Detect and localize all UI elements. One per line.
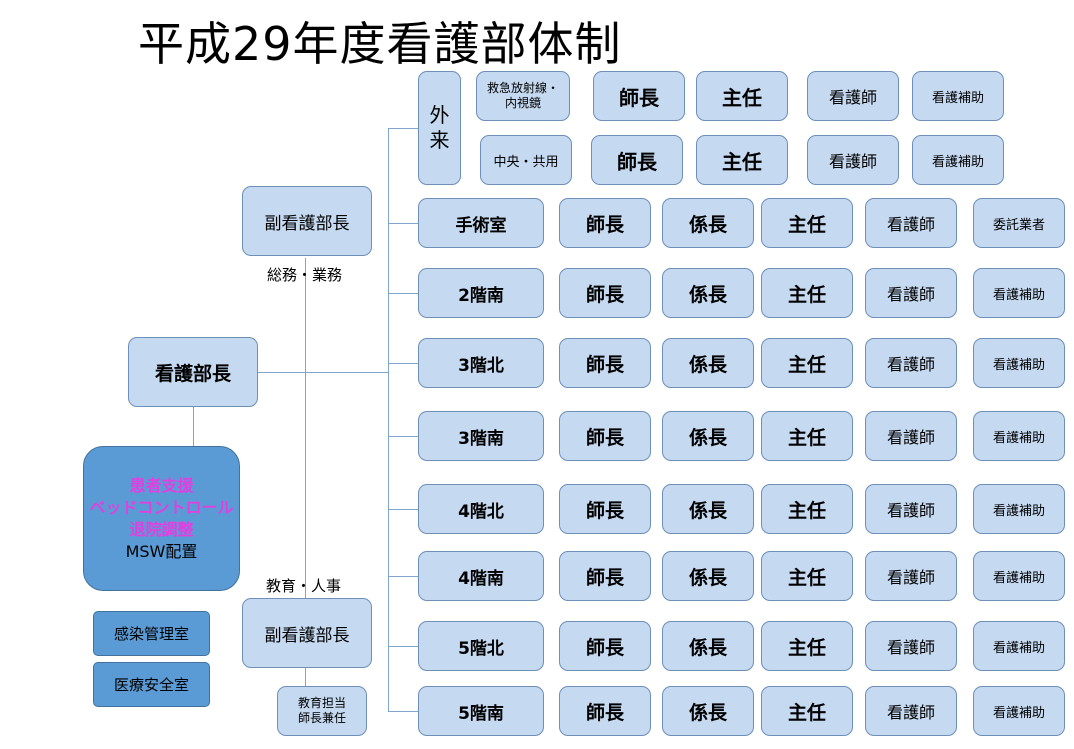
connector-line [388,128,418,129]
staff-assistant: 看護補助 [912,135,1004,185]
staff-head-nurse: 師長 [559,411,651,461]
staff-chief: 主任 [761,484,853,534]
ward-name: 4階北 [418,484,544,534]
ward-name: 3階南 [418,411,544,461]
deputy-director-bottom-box: 副看護部長 [242,598,372,668]
staff-section-chief: 係長 [662,686,754,736]
staff-section-chief: 係長 [662,198,754,248]
staff-chief: 主任 [761,198,853,248]
infection-control-box: 感染管理室 [93,611,210,656]
staff-head-nurse: 師長 [559,686,651,736]
staff-nurse: 看護師 [865,198,957,248]
connector-line [193,407,194,447]
staff-assistant: 看護補助 [973,338,1065,388]
staff-chief: 主任 [761,551,853,601]
ward-name: 5階北 [418,621,544,671]
staff-assistant: 看護補助 [973,411,1065,461]
staff-nurse: 看護師 [865,268,957,318]
staff-head-nurse: 師長 [559,621,651,671]
connector-line [388,363,418,364]
page-title: 平成29年度看護部体制 [138,17,622,71]
staff-section-chief: 係長 [662,338,754,388]
staff-section-chief: 係長 [662,411,754,461]
nursing-director-box: 看護部長 [128,337,258,407]
patient-support-box: 患者支援 ベッドコントロール 退院調整 MSW配置 [83,446,240,591]
section-emergency-radiology-endoscopy: 救急放射線・ 内視鏡 [476,71,570,121]
ward-name: 4階南 [418,551,544,601]
support-line: 患者支援 [129,475,194,495]
ward-name: 手術室 [418,198,544,248]
outpatient-char: 外 [429,103,450,127]
staff-assistant: 看護補助 [973,268,1065,318]
staff-nurse: 看護師 [865,621,957,671]
ward-name: 5階南 [418,686,544,736]
connector-line [388,128,389,712]
staff-assistant: 看護補助 [912,71,1004,121]
staff-nurse: 看護師 [865,484,957,534]
msw-label: MSW配置 [125,541,198,561]
staff-head-nurse: 師長 [593,71,685,121]
support-line: ベッドコントロール [89,497,234,517]
staff-section-chief: 係長 [662,621,754,671]
staff-head-nurse: 師長 [559,551,651,601]
deputy-top-role-label: 総務・業務 [267,266,343,284]
staff-section-chief: 係長 [662,268,754,318]
deputy-director-top-box: 副看護部長 [242,186,372,256]
staff-nurse: 看護師 [865,551,957,601]
connector-line [305,258,306,599]
ward-name: 3階北 [418,338,544,388]
staff-chief: 主任 [761,621,853,671]
connector-line [388,576,418,577]
section-central-shared: 中央・共用 [480,135,572,185]
staff-head-nurse: 師長 [559,484,651,534]
staff-head-nurse: 師長 [559,268,651,318]
connector-line [388,293,418,294]
connector-line [388,436,418,437]
staff-chief: 主任 [696,71,788,121]
outpatient-char: 来 [429,128,450,152]
staff-nurse: 看護師 [865,338,957,388]
connector-line [388,646,418,647]
ward-name: 2階南 [418,268,544,318]
staff-head-nurse: 師長 [559,198,651,248]
section-line: 救急放射線・ [486,81,559,95]
staff-chief: 主任 [696,135,788,185]
support-line: 退院調整 [129,519,194,539]
staff-nurse: 看護師 [807,135,899,185]
section-line: 内視鏡 [504,96,541,110]
connector-line [388,223,418,224]
staff-assistant: 看護補助 [973,621,1065,671]
staff-head-nurse: 師長 [591,135,683,185]
education-lead-line: 師長兼任 [297,711,346,725]
deputy-bottom-role-label: 教育・人事 [266,577,342,595]
staff-assistant: 看護補助 [973,686,1065,736]
education-lead-box: 教育担当 師長兼任 [277,686,367,736]
connector-line [305,668,306,686]
staff-chief: 主任 [761,411,853,461]
staff-section-chief: 係長 [662,484,754,534]
staff-nurse: 看護師 [865,411,957,461]
staff-nurse: 看護師 [865,686,957,736]
staff-assistant: 委託業者 [973,198,1065,248]
outpatient-box: 外 来 [418,71,461,185]
medical-safety-box: 医療安全室 [93,662,210,707]
staff-head-nurse: 師長 [559,338,651,388]
connector-line [388,509,418,510]
staff-assistant: 看護補助 [973,551,1065,601]
connector-line [258,372,388,373]
connector-line [388,711,418,712]
staff-section-chief: 係長 [662,551,754,601]
staff-chief: 主任 [761,268,853,318]
staff-chief: 主任 [761,686,853,736]
staff-chief: 主任 [761,338,853,388]
education-lead-line: 教育担当 [297,696,346,710]
staff-assistant: 看護補助 [973,484,1065,534]
staff-nurse: 看護師 [807,71,899,121]
